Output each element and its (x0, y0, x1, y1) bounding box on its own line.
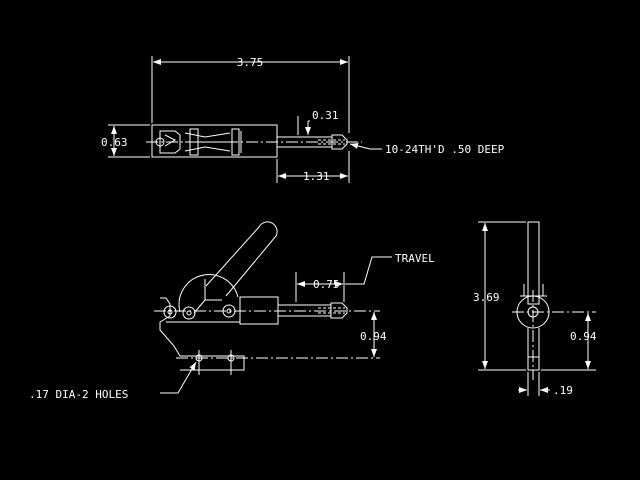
dim-side-height: 0.94 (360, 312, 387, 357)
side-view-mount-holes (195, 350, 235, 375)
dim-end-height: 0.94 (541, 313, 597, 371)
dim-top-plunger-extension: 1.31 (276, 151, 350, 183)
holes-note-text: .17 DIA-2 HOLES (29, 388, 128, 401)
dim-travel-value: 0.75 (313, 278, 340, 291)
dim-top-overall-length-value: 3.75 (237, 56, 264, 69)
dim-end-overall-height: 3.69 (473, 221, 526, 371)
top-view: 3.75 0.63 0.31 1.31 10-24TH'D .50 DEEP (101, 56, 505, 183)
dim-end-width-value: .19 (553, 384, 573, 397)
side-view-pins (163, 299, 236, 320)
thread-note-text: 10-24TH'D .50 DEEP (385, 143, 505, 156)
end-view-shaft (527, 221, 540, 305)
dim-top-tip-value: 0.31 (312, 109, 339, 122)
dim-end-height-value: 0.94 (570, 330, 597, 343)
side-view-handle (205, 221, 278, 297)
dim-top-tip: 0.31 (297, 109, 339, 135)
dim-travel: 0.75 (295, 272, 345, 302)
end-view: 3.69 0.94 .19 (473, 221, 597, 397)
side-view-plunger (278, 302, 348, 319)
dim-top-plunger-extension-value: 1.31 (303, 170, 330, 183)
top-view-body (151, 124, 278, 158)
dim-end-overall-height-value: 3.69 (473, 291, 500, 304)
side-view-pivot-lines (204, 279, 222, 301)
thread-note: 10-24TH'D .50 DEEP (349, 143, 505, 156)
dim-top-overall-length: 3.75 (151, 56, 350, 133)
travel-note: TRAVEL (345, 252, 435, 285)
travel-note-text: TRAVEL (395, 252, 435, 265)
dim-top-height-value: 0.63 (101, 136, 128, 149)
side-view: 0.75 TRAVEL 0.94 .17 DIA-2 HOLES (29, 221, 435, 401)
side-view-base (159, 297, 245, 371)
dim-side-height-value: 0.94 (360, 330, 387, 343)
dim-top-height: 0.63 (101, 124, 150, 158)
top-view-plunger (277, 134, 348, 150)
holes-note: .17 DIA-2 HOLES (29, 361, 197, 401)
side-view-pivot-arc (178, 274, 239, 313)
dim-end-width: .19 (518, 372, 573, 397)
